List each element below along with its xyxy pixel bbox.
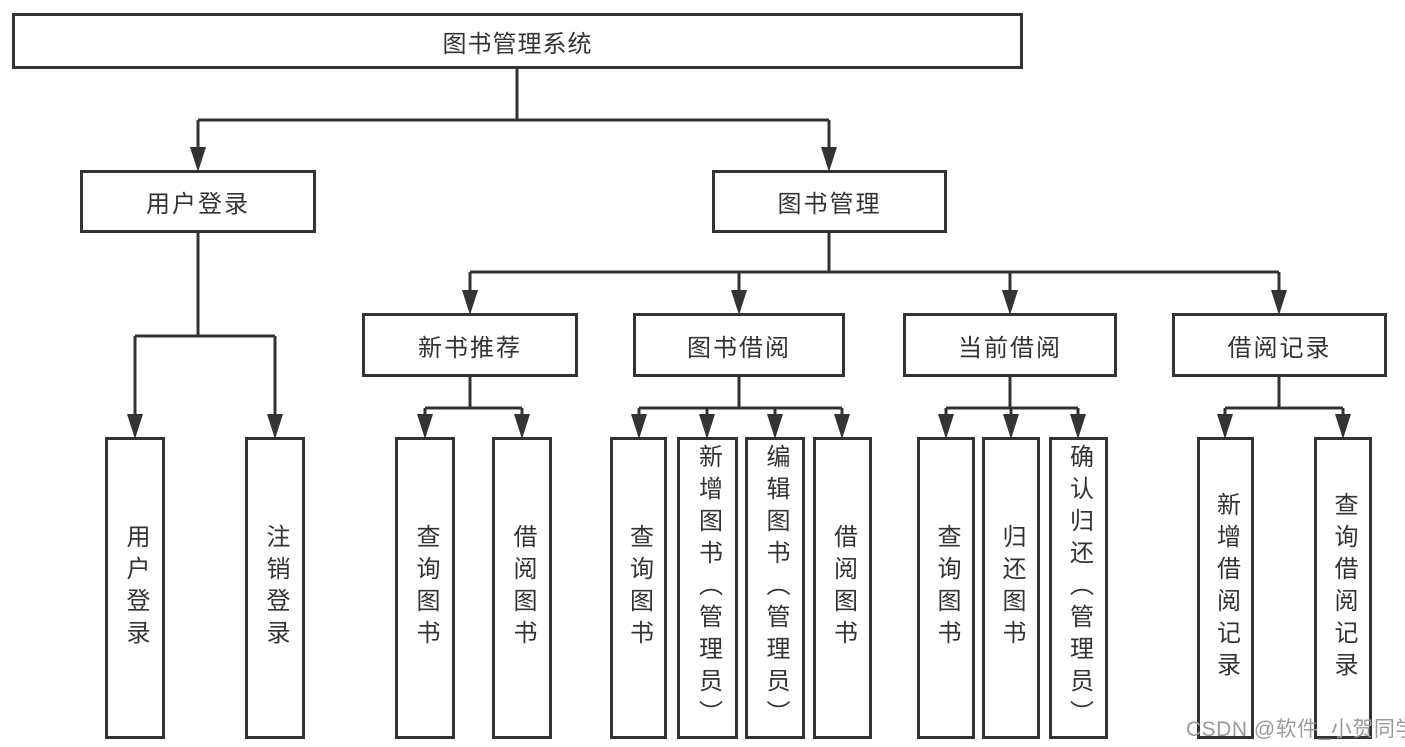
node-leaf-user-login: 用户登录 [105, 437, 165, 739]
node-leaf-query-books-borrowing: 查询图书 [610, 437, 667, 739]
node-current-borrowing: 当前借阅 [903, 313, 1117, 377]
node-leaf-add-book-admin: 新增图书（管理员） [677, 437, 738, 739]
node-leaf-return-books: 归还图书 [982, 437, 1040, 739]
node-user-login: 用户登录 [80, 170, 316, 233]
node-leaf-borrow-books-borrowing: 借阅图书 [813, 437, 872, 739]
node-leaf-logout: 注销登录 [245, 437, 305, 739]
node-book-management: 图书管理 [712, 170, 947, 233]
node-leaf-edit-book-admin: 编辑图书（管理员） [745, 437, 805, 739]
node-book-borrowing: 图书借阅 [633, 313, 845, 377]
node-borrowing-records: 借阅记录 [1172, 313, 1387, 377]
node-leaf-query-borrow-record: 查询借阅记录 [1314, 437, 1372, 739]
node-leaf-query-books-recommend: 查询图书 [395, 437, 455, 739]
node-library-management-system: 图书管理系统 [12, 13, 1023, 69]
node-leaf-add-borrow-record: 新增借阅记录 [1197, 437, 1254, 739]
csdn-watermark: CSDN @软件_小贺同学 [1186, 718, 1405, 741]
node-leaf-confirm-return-admin: 确认归还（管理员） [1049, 437, 1108, 739]
node-leaf-borrow-books-recommend: 借阅图书 [492, 437, 552, 739]
node-new-book-recommend: 新书推荐 [362, 313, 578, 377]
node-leaf-query-books-current: 查询图书 [917, 437, 975, 739]
